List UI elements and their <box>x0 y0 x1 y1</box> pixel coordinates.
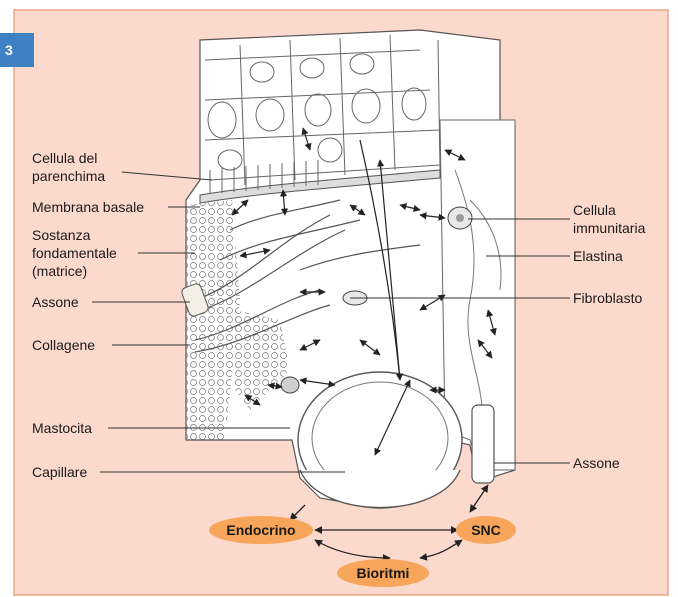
label-capillare: Capillare <box>32 464 87 480</box>
label-cellula-parenchima-line1: Cellula del <box>32 150 97 166</box>
label-elastina: Elastina <box>573 248 623 264</box>
tissue-illustration <box>180 30 515 508</box>
label-fibroblasto: Fibroblasto <box>573 290 642 306</box>
label-cellula-immunitaria-line1: Cellula <box>573 202 616 218</box>
label-assone-right: Assone <box>573 455 620 471</box>
label-sostanza-line3: (matrice) <box>32 263 87 279</box>
badge-bioritmi: Bioritmi <box>337 559 429 587</box>
label-mastocita: Mastocita <box>32 420 92 436</box>
label-assone-left: Assone <box>32 294 79 310</box>
label-sostanza-line1: Sostanza <box>32 227 91 243</box>
badge-bioritmi-text: Bioritmi <box>357 565 410 581</box>
label-sostanza-line2: fondamentale <box>32 245 117 261</box>
label-membrana-basale: Membrana basale <box>32 199 144 215</box>
figure-number: 3 <box>5 42 13 58</box>
badge-snc: SNC <box>456 516 516 544</box>
label-collagene: Collagene <box>32 337 95 353</box>
label-cellula-parenchima-line2: parenchima <box>32 168 105 184</box>
badge-endocrino-text: Endocrino <box>226 522 295 538</box>
badge-endocrino: Endocrino <box>209 516 313 544</box>
label-cellula-immunitaria-line2: immunitaria <box>573 220 646 236</box>
badge-snc-text: SNC <box>471 522 501 538</box>
